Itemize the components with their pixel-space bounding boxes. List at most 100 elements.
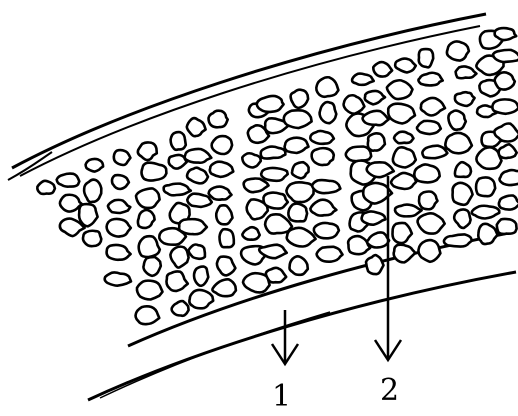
cell-shape <box>368 133 385 150</box>
label-2: 2 <box>380 376 399 406</box>
cell-shape <box>136 306 160 324</box>
cell-shape <box>417 121 441 134</box>
cell-shape <box>419 49 433 67</box>
cell-shape <box>242 153 260 167</box>
cell-shape <box>189 290 213 308</box>
cell-shape <box>348 236 370 254</box>
cell-shape <box>455 92 475 106</box>
cell-shape <box>316 77 338 97</box>
cell-shape <box>179 219 207 234</box>
cell-shape <box>114 150 131 165</box>
cell-shape <box>367 162 394 177</box>
cell-shape <box>414 164 439 182</box>
cell-shape <box>139 236 160 257</box>
cell-shape <box>138 142 157 160</box>
cell-shape <box>37 181 55 194</box>
cell-shape <box>455 162 471 177</box>
cell-shape <box>105 272 131 285</box>
cell-shape <box>388 104 415 124</box>
cell-shape <box>392 223 411 243</box>
cell-shape <box>107 219 131 237</box>
cell-shape <box>418 73 442 86</box>
cell-shape <box>476 177 495 196</box>
cell-shape <box>317 247 343 262</box>
cell-shape <box>344 95 365 113</box>
cell-shape <box>287 228 316 247</box>
cell-shape <box>494 123 518 141</box>
cell-shape <box>453 183 473 205</box>
cell-shape <box>291 90 309 108</box>
cell-shape <box>362 211 386 224</box>
cell-shape <box>373 62 392 76</box>
cell-shape <box>261 168 288 181</box>
cell-shape <box>185 149 212 163</box>
cell-shape <box>136 188 160 208</box>
cell-shape <box>312 148 334 165</box>
cell-shape <box>365 91 385 104</box>
arrow-1 <box>272 310 298 364</box>
cell-shape <box>79 204 98 226</box>
cell-shape <box>172 301 189 316</box>
cell-shape <box>418 240 440 262</box>
cell-shape <box>497 219 517 234</box>
cell-shape <box>290 256 308 275</box>
cell-shape <box>352 74 374 85</box>
cell-shape <box>445 133 472 153</box>
cell-shape <box>492 99 518 113</box>
cell-shape <box>212 136 232 154</box>
label-1: 1 <box>272 382 291 412</box>
cell-shape <box>447 41 469 60</box>
cell-shape <box>448 111 465 130</box>
cell-shape <box>210 162 234 177</box>
cell-shape <box>108 200 130 213</box>
cell-shape <box>142 163 167 181</box>
cell-shape <box>266 268 286 283</box>
cell-shape <box>86 159 104 172</box>
cell-shape <box>263 193 287 209</box>
cell-shape <box>220 229 234 247</box>
cell-shape <box>499 144 517 158</box>
cell-shape <box>286 182 313 202</box>
cell-shape <box>244 179 269 193</box>
cell-shape <box>391 173 416 189</box>
cell-shape <box>366 255 384 274</box>
cell-shape <box>170 247 188 268</box>
cell-shape <box>143 257 160 276</box>
cell-shape <box>83 231 101 246</box>
cell-shape <box>217 257 236 276</box>
cell-shape <box>310 200 336 216</box>
cell-shape <box>367 232 389 247</box>
cell-shape <box>493 50 518 62</box>
cell-shape <box>112 175 129 189</box>
cell-shape <box>212 279 235 296</box>
cell-shape <box>107 245 131 260</box>
cell-shape <box>257 96 284 112</box>
cell-shape <box>418 213 445 233</box>
cell-shape <box>422 146 447 159</box>
cell-shape <box>187 168 208 184</box>
cell-shape <box>454 209 470 228</box>
cell-shape <box>387 80 413 99</box>
cell-shape <box>320 102 337 123</box>
cell-shape <box>499 195 518 209</box>
cell-shape <box>314 223 339 238</box>
cell-shape <box>312 180 340 193</box>
cell-shape <box>57 174 80 187</box>
cell-shape <box>84 180 101 202</box>
cell-shape <box>209 111 228 128</box>
cell-shape <box>164 184 191 196</box>
cell-shape <box>171 132 186 150</box>
cell-shape <box>288 204 307 222</box>
cell-shape <box>187 118 206 136</box>
cell-shape <box>472 206 500 219</box>
cell-shape <box>394 245 416 263</box>
cell-shape <box>456 66 477 78</box>
cell-shape <box>292 162 309 178</box>
cell-shape <box>393 147 416 167</box>
cell-shape <box>284 110 312 128</box>
cell-shape <box>242 227 259 240</box>
cell-shape <box>194 267 208 286</box>
cell-shape <box>478 224 497 244</box>
cell-shape <box>495 28 517 40</box>
